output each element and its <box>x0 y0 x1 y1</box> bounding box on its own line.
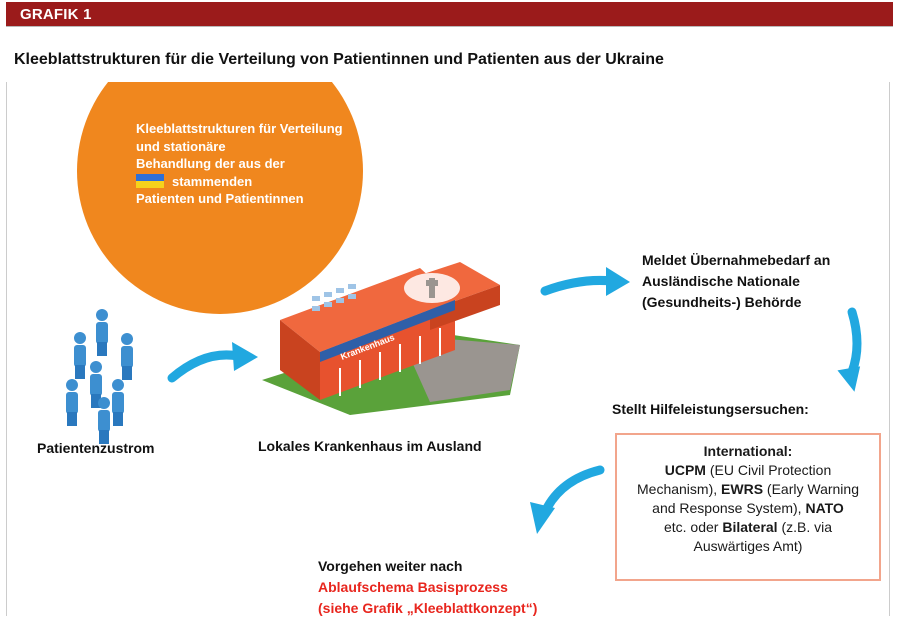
report-line-3: (Gesundheits-) Behörde <box>642 294 802 310</box>
circle-text: Kleeblattstrukturen für Verteilung und s… <box>136 120 376 208</box>
box-line-4a: etc. oder <box>663 519 723 535</box>
arrow-to-hospital-icon <box>167 342 258 383</box>
box-line-4b: (z.B. via <box>777 519 833 535</box>
box-line-4: etc. oder Bilateral (z.B. via <box>617 518 879 537</box>
ewrs-term: EWRS <box>721 481 764 497</box>
report-line-2: Ausländische Nationale <box>642 273 800 289</box>
circle-line-4-text: stammenden <box>172 173 253 189</box>
divider <box>6 26 893 27</box>
next-step: Vorgehen weiter nach Ablaufschema Basisp… <box>318 556 537 619</box>
label-patient-inflow: Patientenzustrom <box>37 440 155 456</box>
figure-badge: GRAFIK 1 <box>20 6 92 23</box>
circle-line-4: stammenden <box>136 173 376 191</box>
bilateral-term: Bilateral <box>722 519 778 535</box>
next-line-1: Vorgehen weiter nach <box>318 558 463 574</box>
circle-line-3: Behandlung der aus der <box>136 156 285 171</box>
international-box: International: UCPM (EU Civil Protection… <box>615 433 881 581</box>
circle-line-1: Kleeblattstrukturen für Verteilung <box>136 121 343 136</box>
flag-svg <box>136 173 164 188</box>
ucpm-term: UCPM <box>664 462 706 478</box>
ucpm-desc: (EU Civil Protection <box>705 462 832 478</box>
box-line-1: UCPM (EU Civil Protection <box>617 461 879 480</box>
page-title: Kleeblattstrukturen für die Verteilung v… <box>14 51 664 68</box>
box-line-2: Mechanism), EWRS (Early Warning <box>617 480 879 499</box>
next-line-3: (siehe Grafik „Kleeblattkonzept“) <box>318 600 538 616</box>
ewrs-desc: (Early Warning <box>763 481 859 497</box>
report-line-1: Meldet Übernahmebedarf an <box>642 252 831 268</box>
diagram-area <box>6 82 890 616</box>
box-line-3: and Response System), NATO <box>617 499 879 518</box>
people-group-icon <box>66 309 133 444</box>
box-heading: International: <box>703 443 793 459</box>
label-report-authority: Meldet Übernahmebedarf an Ausländische N… <box>642 250 830 313</box>
box-line-3-text: and Response System), <box>652 500 806 516</box>
arrow-to-next-step-icon <box>530 465 605 534</box>
info-circle <box>77 82 363 314</box>
box-line-2a: Mechanism), <box>637 481 722 497</box>
box-line-5: Auswärtiges Amt) <box>693 538 803 554</box>
next-line-2: Ablaufschema Basisprozess <box>318 579 508 595</box>
label-local-hospital: Lokales Krankenhaus im Ausland <box>258 438 482 454</box>
circle-line-2: und stationäre <box>136 138 226 154</box>
hospital-building-icon <box>262 262 520 415</box>
arrow-down-icon <box>837 307 862 392</box>
label-request-help: Stellt Hilfeleistungsersuchen: <box>612 401 809 417</box>
ukraine-flag-icon <box>136 173 164 188</box>
nato-term: NATO <box>805 500 844 516</box>
arrow-to-authority-icon <box>540 267 630 296</box>
header-bar: GRAFIK 1 <box>6 2 893 26</box>
circle-line-5: Patienten und Patientinnen <box>136 191 304 206</box>
